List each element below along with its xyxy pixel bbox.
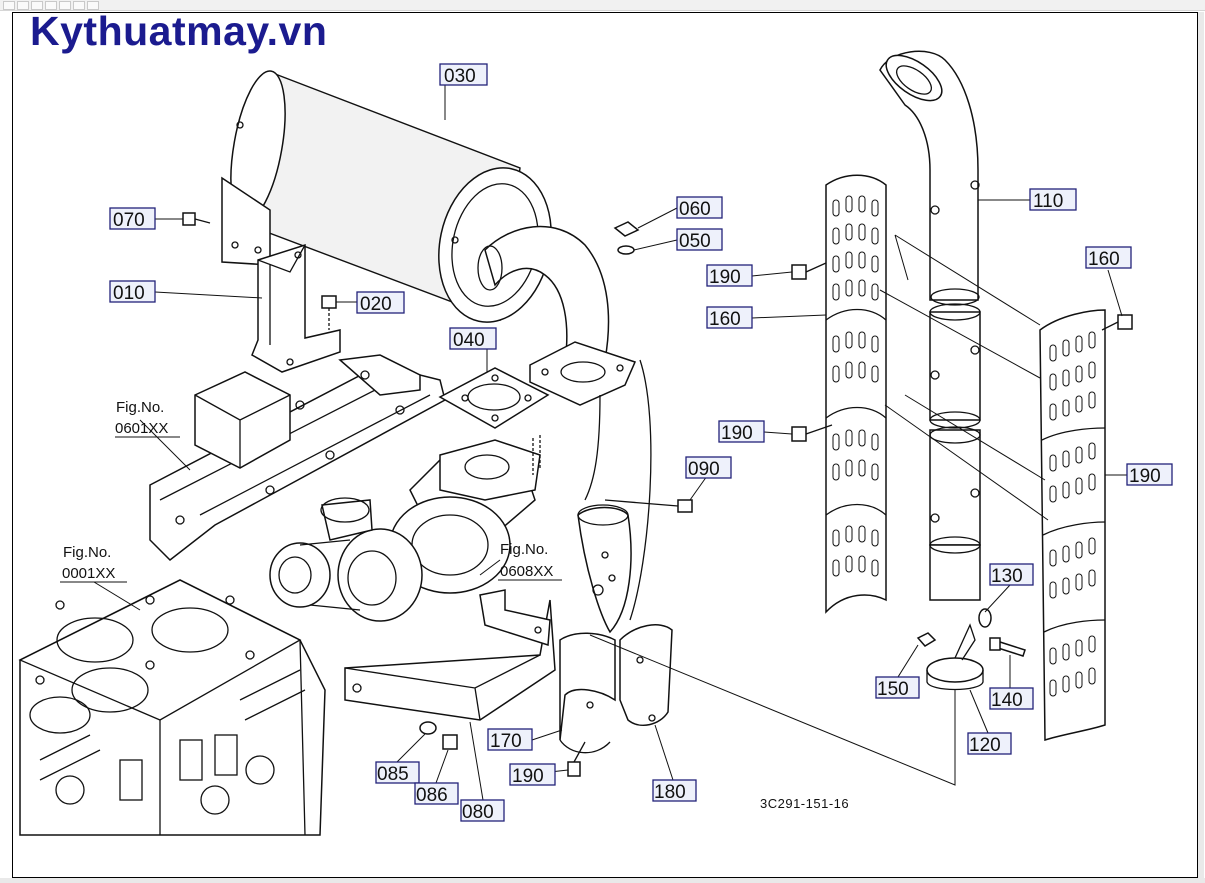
- fig-ref-label-0001: Fig.No.: [63, 544, 111, 561]
- guard-half-right: [619, 624, 673, 727]
- guard-half-left: [559, 632, 616, 754]
- toolbar-button[interactable]: [45, 1, 57, 10]
- callout-190-a[interactable]: [706, 264, 753, 287]
- callout-190-d-text: 190: [512, 766, 544, 787]
- callout-020[interactable]: [356, 291, 405, 314]
- callout-110[interactable]: [1029, 188, 1077, 211]
- pipe-clamp: [926, 623, 984, 691]
- callout-190-a-text: 190: [709, 267, 741, 288]
- perforated-guard-left: [825, 174, 887, 614]
- washer: [978, 608, 992, 628]
- bolt-190-bottom: [567, 741, 586, 777]
- callout-150[interactable]: [875, 676, 920, 699]
- callout-190-b-text: 190: [721, 423, 753, 444]
- callout-085[interactable]: [375, 761, 420, 784]
- clamp-nut: [916, 632, 937, 647]
- fig-ref-label-0608: Fig.No.: [500, 541, 548, 558]
- toolbar-button[interactable]: [87, 1, 99, 10]
- fig-ref-no-0601: 0601XX: [115, 420, 168, 437]
- turbocharger: [269, 439, 541, 622]
- callout-180[interactable]: [652, 779, 697, 802]
- callout-080-text: 080: [462, 802, 494, 823]
- callout-020-text: 020: [360, 294, 392, 315]
- callout-010[interactable]: [109, 280, 156, 303]
- callout-160-a-text: 160: [709, 309, 741, 330]
- callout-086[interactable]: [414, 782, 459, 805]
- callout-030-text: 030: [444, 66, 476, 87]
- callout-160-a[interactable]: [706, 306, 753, 329]
- callout-140[interactable]: [989, 687, 1034, 710]
- callout-150-text: 150: [877, 679, 909, 700]
- callout-160-b[interactable]: [1126, 463, 1173, 486]
- callout-120-text: 120: [969, 735, 1001, 756]
- callout-060-text: 060: [679, 199, 711, 220]
- callout-080[interactable]: [460, 799, 505, 822]
- callout-170-text: 170: [490, 731, 522, 752]
- callout-030[interactable]: [439, 63, 488, 86]
- callout-070[interactable]: [109, 207, 156, 230]
- callout-190-d[interactable]: [509, 763, 556, 786]
- clamp-bolt: [989, 637, 1026, 657]
- washer-085: [419, 721, 437, 735]
- callout-130-text: 130: [991, 566, 1023, 587]
- callout-060[interactable]: [676, 196, 723, 219]
- nut-060: [613, 221, 640, 237]
- toolbar-button[interactable]: [17, 1, 29, 10]
- toolbar-button[interactable]: [59, 1, 71, 10]
- callout-040[interactable]: [449, 327, 497, 350]
- fig-ref-no-0608: 0608XX: [500, 563, 553, 580]
- callout-070-text: 070: [113, 210, 145, 231]
- perforated-guard-right: [1039, 309, 1106, 742]
- exhaust-elbow-tube: [577, 359, 652, 634]
- muffler-bracket: [221, 176, 341, 373]
- bolt-086: [442, 734, 458, 750]
- toolbar-button[interactable]: [3, 1, 15, 10]
- exhaust-manifold: [149, 354, 446, 561]
- callout-130[interactable]: [989, 563, 1034, 586]
- callout-086-text: 086: [416, 785, 448, 806]
- callout-160-b-text: 190: [1129, 466, 1161, 487]
- toolbar-button[interactable]: [73, 1, 85, 10]
- bolt-190-right: [1101, 314, 1133, 331]
- viewer-toolbar: [0, 0, 1205, 11]
- vertical-scrollbar[interactable]: [1198, 12, 1204, 878]
- fig-ref-label-0601: Fig.No.: [116, 399, 164, 416]
- callout-010-text: 010: [113, 283, 145, 304]
- bolt-020: [321, 295, 337, 330]
- bolt-090: [604, 499, 693, 513]
- support-bracket: [344, 589, 556, 721]
- bolt-190-top: [791, 262, 827, 280]
- callout-180-text: 180: [654, 782, 686, 803]
- callout-090[interactable]: [685, 456, 732, 479]
- drawing-code: 3C291-151-16: [760, 796, 849, 811]
- washer-050: [617, 245, 635, 255]
- callout-090-text: 090: [688, 459, 720, 480]
- callout-190-c-text: 160: [1088, 249, 1120, 270]
- fig-ref-no-0001: 0001XX: [62, 565, 115, 582]
- callout-110-text: 110: [1033, 191, 1063, 212]
- engine-block: [18, 579, 326, 836]
- callout-050-text: 050: [679, 231, 711, 252]
- muffler: [230, 70, 637, 406]
- callout-170[interactable]: [487, 728, 533, 751]
- callout-050[interactable]: [676, 228, 723, 251]
- bolt-070: [182, 212, 211, 226]
- callout-085-text: 085: [377, 764, 409, 785]
- callout-190-c[interactable]: [1085, 246, 1132, 269]
- callout-140-text: 140: [991, 690, 1023, 711]
- toolbar-button[interactable]: [31, 1, 43, 10]
- callout-120[interactable]: [967, 732, 1012, 755]
- watermark-logo: Kythuatmay.vn: [30, 8, 328, 54]
- gasket: [438, 367, 550, 429]
- tail-pipe: [879, 50, 981, 601]
- callout-040-text: 040: [453, 330, 485, 351]
- horizontal-scrollbar[interactable]: [0, 878, 1205, 883]
- callout-190-b[interactable]: [718, 420, 765, 443]
